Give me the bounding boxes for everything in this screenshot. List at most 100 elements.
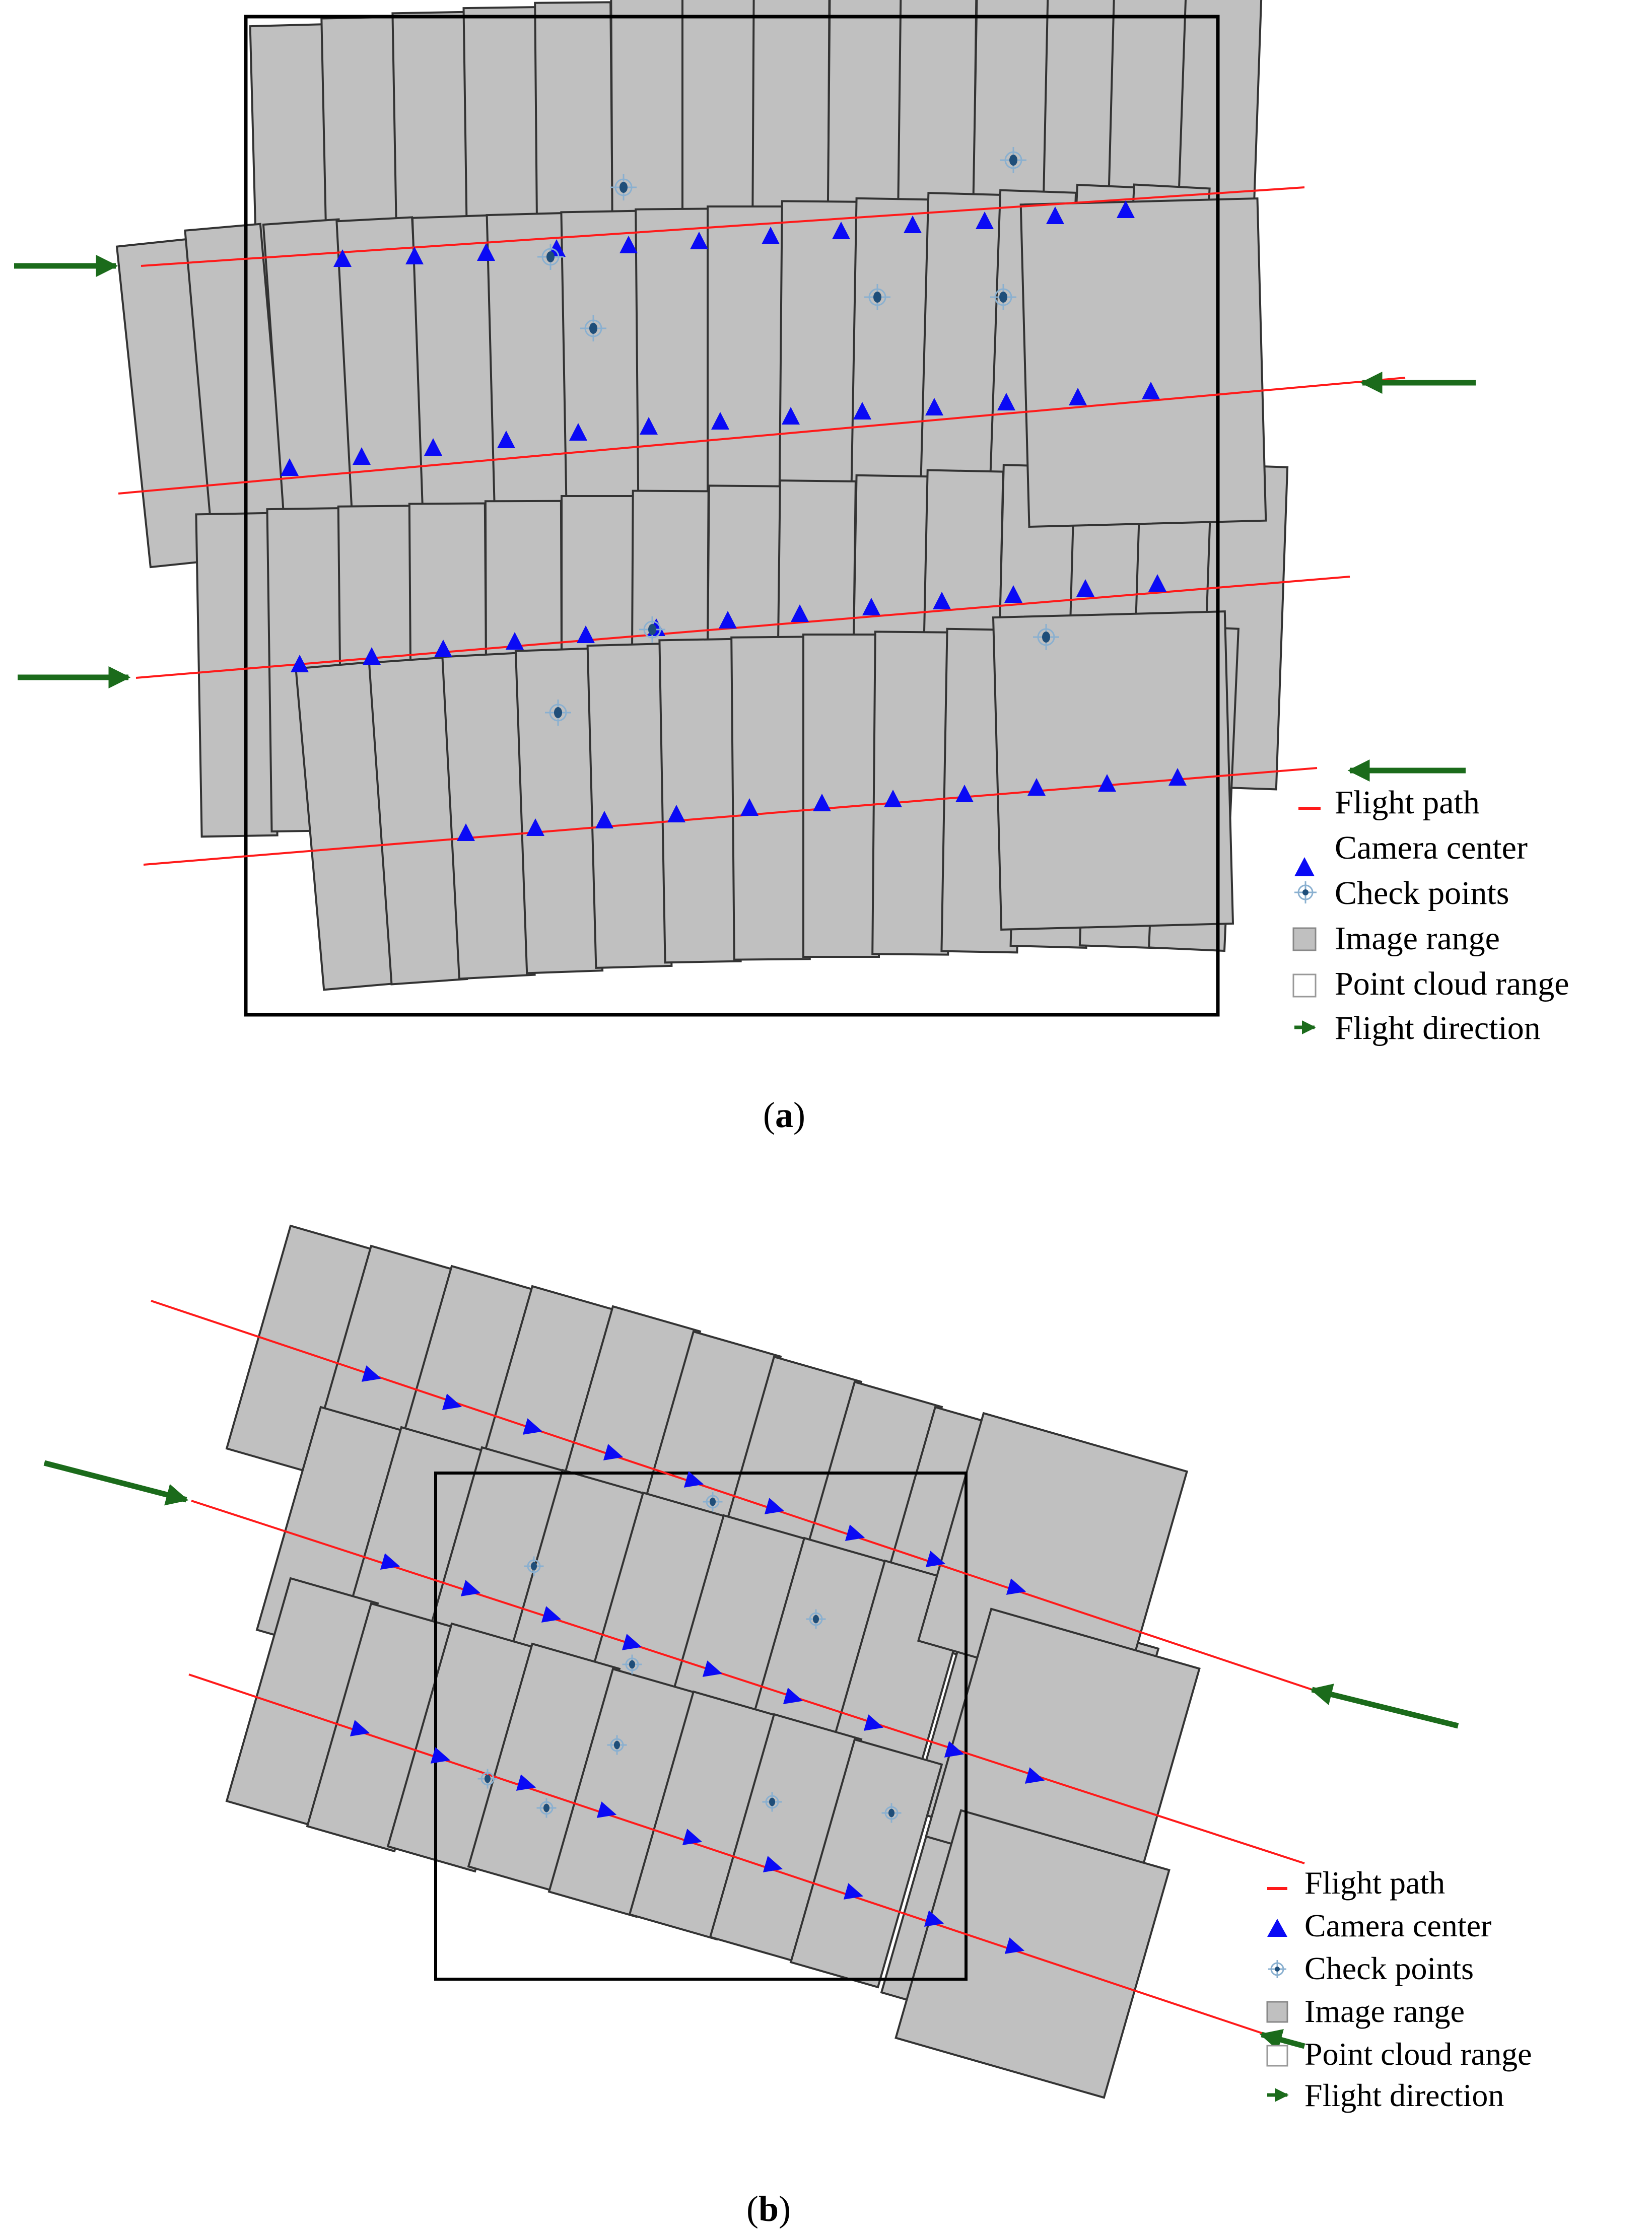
image-footprint (992, 610, 1234, 931)
check-point-marker (536, 1798, 557, 1818)
camera-center-marker (595, 811, 613, 828)
blue-triangle-icon (1267, 1919, 1287, 1937)
camera-center-marker (442, 1393, 462, 1410)
panel-b-check-points (477, 1492, 902, 1823)
legend-camera-center-label: Camera center (1304, 1908, 1491, 1943)
flight-path-line (135, 576, 1350, 679)
white-square-icon (1292, 973, 1317, 998)
check-point-marker (990, 284, 1016, 310)
camera-center-marker (1024, 1767, 1045, 1784)
crosshair-target-icon (1268, 1960, 1286, 1978)
check-point-center (1009, 155, 1017, 166)
camera-center-marker (596, 1801, 617, 1818)
check-point-marker (881, 1803, 902, 1823)
image-footprint (514, 647, 604, 974)
image-footprint (850, 197, 933, 523)
image-footprint (778, 200, 859, 525)
panel-b-camera-centers (350, 1365, 1045, 1954)
camera-center-marker (424, 438, 442, 456)
legend-camera-center-label: Camera center (1335, 829, 1528, 866)
camera-center-marker (1098, 774, 1116, 792)
legend-image-range-label: Image range (1335, 920, 1500, 957)
camera-center-marker (1046, 206, 1064, 224)
camera-center-marker (603, 1444, 624, 1460)
check-point-center (629, 1660, 635, 1669)
camera-center-marker (281, 458, 299, 476)
legend-flight-direction-label: Flight direction (1304, 2077, 1504, 2113)
check-point-center (999, 292, 1007, 303)
camera-center-marker (1027, 778, 1046, 796)
blue-triangle-icon (1294, 857, 1315, 876)
camera-center-marker (813, 794, 831, 811)
legend-check-points-label: Check points (1335, 875, 1509, 912)
camera-center-marker (832, 222, 850, 239)
camera-center-marker (620, 236, 638, 253)
image-footprint (802, 634, 880, 958)
panel-a-legend: Flight path Camera center Check points I… (1292, 784, 1569, 1046)
image-footprint (1019, 197, 1267, 528)
camera-center-marker (925, 1551, 946, 1567)
camera-center-marker (380, 1553, 400, 1570)
camera-center-marker (506, 632, 524, 650)
camera-center-marker (291, 655, 309, 672)
check-point-marker (545, 700, 571, 726)
camera-center-marker (1004, 1937, 1025, 1954)
camera-center-marker (1076, 579, 1094, 597)
camera-center-marker (1069, 388, 1087, 405)
legend-point-cloud-range-label: Point cloud range (1335, 965, 1569, 1002)
camera-center-marker (997, 393, 1015, 410)
image-footprint (386, 1622, 540, 1873)
camera-center-marker (690, 232, 708, 249)
image-footprint (586, 643, 673, 969)
camera-center-marker (363, 647, 381, 665)
flight-direction-arrow (43, 1460, 189, 1506)
check-point-marker (864, 284, 890, 310)
camera-center-marker (1148, 574, 1166, 592)
legend-flight-path-label: Flight path (1335, 784, 1480, 821)
check-point-marker (806, 1609, 826, 1629)
check-point-marker (703, 1492, 723, 1512)
check-point-marker (639, 616, 665, 643)
camera-center-marker (622, 1634, 642, 1650)
camera-center-marker (516, 1774, 536, 1791)
camera-center-marker (434, 640, 452, 657)
check-point-center (888, 1808, 894, 1818)
camera-center-marker (1117, 200, 1135, 218)
flight-direction-arrow (1259, 2029, 1305, 2051)
legend-image-range-label: Image range (1304, 1993, 1465, 2029)
crosshair-target-icon (1294, 881, 1317, 903)
camera-center-marker (845, 1524, 865, 1541)
check-point-marker (1033, 624, 1059, 650)
check-point-marker (762, 1792, 782, 1812)
image-footprint (441, 652, 536, 980)
check-point-marker (610, 174, 637, 200)
panel-a-check-points (537, 147, 1059, 726)
image-footprint (306, 1602, 460, 1853)
flight-path-line (118, 377, 1406, 495)
gray-square-icon (1266, 2001, 1288, 2023)
camera-center-marker (526, 818, 544, 836)
check-point-marker (524, 1556, 544, 1576)
image-footprint (486, 212, 572, 538)
camera-center-marker (353, 447, 371, 465)
image-footprint (560, 209, 644, 536)
image-footprint (871, 631, 952, 956)
panel-b-caption: (b) (746, 2189, 791, 2229)
camera-center-marker (740, 798, 759, 816)
panel-a-point-cloud-range (244, 15, 1220, 1017)
camera-center-marker (791, 604, 809, 622)
camera-center-marker (762, 227, 780, 244)
camera-center-marker (924, 1910, 944, 1927)
panel-b-flight-paths (151, 1300, 1313, 2044)
camera-center-marker (1006, 1578, 1026, 1595)
panel-b-legend: Flight path Camera center Check points I… (1266, 1865, 1532, 2113)
check-point-center (614, 1740, 620, 1750)
check-point-marker (622, 1654, 642, 1674)
camera-center-marker (1142, 382, 1160, 399)
camera-center-marker (763, 1856, 783, 1872)
panel-b-point-cloud-range (434, 1472, 968, 1981)
image-footprint (635, 207, 715, 533)
camera-center-marker (683, 1471, 704, 1488)
